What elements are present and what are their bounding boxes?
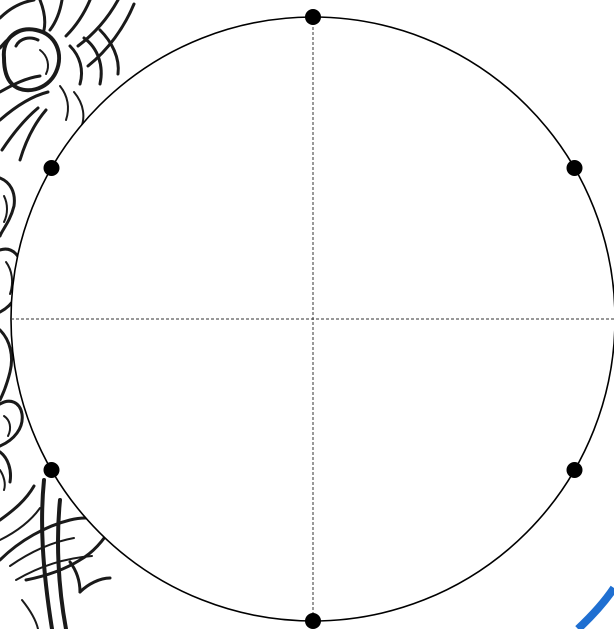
corner-accent-arc [578, 588, 614, 629]
marker-bottom [305, 613, 321, 629]
marker-upper-left [44, 160, 60, 176]
marker-lower-right [567, 462, 583, 478]
marker-top [305, 9, 321, 25]
marker-lower-left [44, 462, 60, 478]
marker-upper-right [567, 160, 583, 176]
